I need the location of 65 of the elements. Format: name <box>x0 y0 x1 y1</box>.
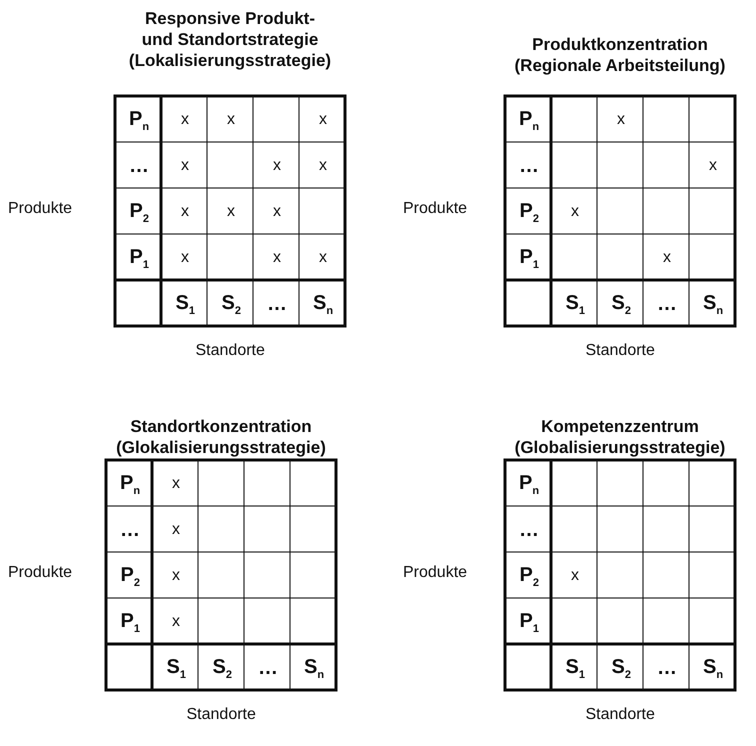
axis-label: Standorte <box>196 342 265 360</box>
cross-mark: x <box>181 203 189 221</box>
row-header: P$_{1}$ <box>130 246 149 270</box>
cross-mark: x <box>181 249 189 267</box>
column-header: S$_{n}$ <box>703 656 724 680</box>
axis-label: Standorte <box>586 706 655 724</box>
cross-mark: x <box>319 111 327 129</box>
row-header: P$_{2}$ <box>120 564 140 588</box>
row-header: P$_{n}$ <box>519 472 540 496</box>
cross-mark: x <box>571 203 579 221</box>
column-header: S$_{1}$ <box>166 656 186 680</box>
cross-mark: x <box>172 475 180 493</box>
row-header: P$_{2}$ <box>520 564 539 588</box>
row-header: P$_{1}$ <box>520 246 539 270</box>
row-header: P$_{2}$ <box>520 200 539 224</box>
cross-mark: x <box>319 157 327 175</box>
matrix-heading: Produktkonzentration (Regionale Arbeitsteilung) <box>514 34 726 76</box>
cross-mark: x <box>172 613 180 631</box>
column-header: S$_{2}$ <box>222 292 241 316</box>
cross-mark: x <box>181 111 189 129</box>
column-header: … <box>267 292 287 316</box>
cross-mark: x <box>709 157 717 175</box>
column-header: … <box>657 292 677 316</box>
matrix-heading: Standortkonzentration (Glokalisierungsstrategie) <box>115 416 327 458</box>
column-header: S$_{n}$ <box>313 292 334 316</box>
row-header: … <box>519 154 539 178</box>
cross-mark: x <box>571 567 579 585</box>
cross-mark: x <box>273 203 281 221</box>
cross-mark: x <box>273 157 281 175</box>
row-header: P$_{n}$ <box>129 108 150 132</box>
column-header: S$_{1}$ <box>566 656 585 680</box>
row-header: P$_{n}$ <box>519 108 540 132</box>
row-header: P$_{1}$ <box>520 610 539 634</box>
axis-label: Standorte <box>186 706 256 724</box>
cross-mark: x <box>172 521 180 539</box>
matrix-heading: Responsive Produkt- und Standortstrategie (Lokalisierungsstrategie) <box>128 8 332 71</box>
row-header: P$_{2}$ <box>130 200 149 224</box>
axis-label: Produkte <box>8 564 72 582</box>
cross-mark: x <box>663 249 671 267</box>
cross-mark: x <box>319 249 327 267</box>
row-header: … <box>519 518 539 542</box>
row-header: P$_{1}$ <box>120 610 140 634</box>
column-header: S$_{n}$ <box>703 292 724 316</box>
cross-mark: x <box>181 157 189 175</box>
column-header: S$_{2}$ <box>212 656 232 680</box>
column-header: … <box>258 656 278 680</box>
axis-label: Standorte <box>586 342 655 360</box>
axis-label: Produkte <box>8 200 72 218</box>
column-header: S$_{2}$ <box>612 656 631 680</box>
row-header: … <box>129 154 149 178</box>
cross-mark: x <box>227 111 235 129</box>
column-header: S$_{n}$ <box>304 656 324 680</box>
row-header: P$_{n}$ <box>120 472 140 496</box>
cross-mark: x <box>273 249 281 267</box>
cross-mark: x <box>227 203 235 221</box>
cross-mark: x <box>617 111 625 129</box>
column-header: S$_{2}$ <box>612 292 631 316</box>
column-header: S$_{1}$ <box>176 292 195 316</box>
axis-label: Produkte <box>403 564 468 582</box>
column-header: … <box>657 656 677 680</box>
matrix-heading: Kompetenzzentrum (Globalisierungsstrategie) <box>514 416 726 458</box>
cross-mark: x <box>172 567 180 585</box>
axis-label: Produkte <box>403 200 468 218</box>
column-header: S$_{1}$ <box>566 292 585 316</box>
row-header: … <box>120 518 140 542</box>
